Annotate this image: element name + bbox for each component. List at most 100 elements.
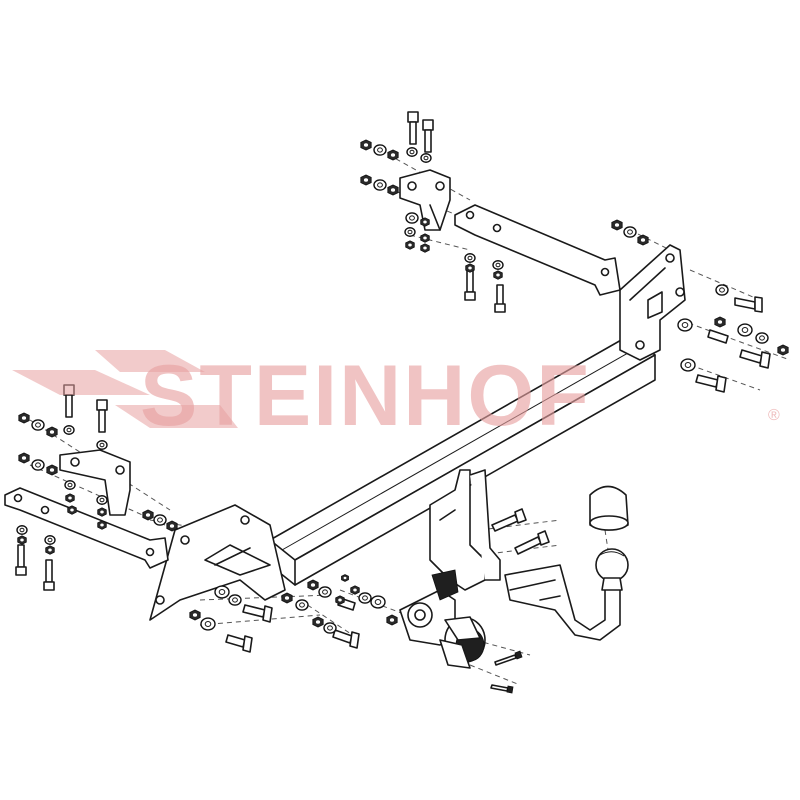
bolt-icon — [494, 284, 506, 313]
washer-hole-icon — [299, 602, 305, 608]
bolt-icon — [15, 544, 27, 576]
nut-hole-icon — [338, 598, 342, 602]
washer-icon — [373, 144, 387, 156]
nut-hole-icon — [468, 266, 472, 270]
washer-hole-icon — [35, 422, 41, 428]
washer-hole-icon — [322, 589, 328, 595]
nut-hole-icon — [21, 456, 27, 460]
washer-icon — [623, 226, 637, 238]
nut-hole-icon — [49, 430, 55, 434]
bolt-icon — [734, 296, 763, 313]
watermark-swoosh-icon — [12, 350, 238, 428]
bolt-icon — [707, 329, 729, 344]
bolt-icon — [242, 604, 273, 623]
bolt-icon — [422, 119, 434, 153]
electrical-socket-icon — [439, 616, 486, 669]
bolt-icon — [407, 111, 419, 145]
washer-hole-icon — [362, 595, 368, 601]
washer-hole-icon — [684, 362, 692, 368]
washer-icon — [16, 525, 28, 535]
bolt-icon — [332, 629, 360, 649]
washer-icon — [755, 332, 769, 344]
nut-hole-icon — [640, 238, 646, 242]
washer-icon — [295, 599, 309, 611]
washer-hole-icon — [759, 335, 765, 341]
washer-hole-icon — [467, 255, 473, 261]
washer-hole-icon — [66, 427, 72, 433]
washer-icon — [318, 586, 332, 598]
nut-hole-icon — [363, 178, 369, 182]
bolt-icon — [464, 269, 476, 301]
nut-hole-icon — [145, 513, 151, 517]
watermark-registered-mark: ® — [768, 407, 780, 424]
hitch-mount-bracket — [429, 469, 501, 591]
nut-hole-icon — [390, 153, 396, 157]
nut-hole-icon — [284, 596, 290, 600]
washer-icon — [406, 147, 418, 157]
washer-hole-icon — [327, 625, 333, 631]
washer-icon — [370, 595, 386, 609]
bolt-icon — [739, 349, 771, 369]
screw-icon — [494, 650, 523, 666]
washer-hole-icon — [232, 597, 238, 603]
washer-icon — [358, 592, 372, 604]
nut-hole-icon — [780, 348, 786, 352]
socket-plate — [399, 569, 459, 646]
washer-hole-icon — [47, 537, 53, 543]
washer-hole-icon — [681, 322, 689, 328]
washer-icon — [737, 323, 753, 337]
lower-left-bracket-arm — [4, 487, 169, 569]
washer-hole-icon — [495, 262, 501, 268]
washer-icon — [96, 495, 108, 505]
washer-icon — [464, 253, 476, 263]
washer-hole-icon — [218, 589, 226, 595]
washer-hole-icon — [409, 215, 415, 221]
nut-hole-icon — [390, 188, 396, 192]
nut-hole-icon — [496, 273, 500, 277]
washer-hole-icon — [409, 149, 415, 155]
nut-hole-icon — [343, 576, 347, 580]
nut-hole-icon — [315, 620, 321, 624]
washer-icon — [323, 622, 337, 634]
washer-icon — [373, 179, 387, 191]
washer-icon — [404, 227, 416, 237]
washer-hole-icon — [377, 182, 383, 188]
screw-icon — [490, 684, 514, 694]
nut-hole-icon — [614, 223, 620, 227]
brand-watermark: STEINHOF ® — [12, 348, 780, 444]
left-clamp — [59, 449, 131, 516]
washer-hole-icon — [67, 482, 73, 488]
bolts — [15, 111, 771, 694]
washer-icon — [214, 585, 230, 599]
main-crossbeam — [269, 334, 656, 586]
washer-hole-icon — [741, 327, 749, 333]
nut-hole-icon — [310, 583, 316, 587]
washer-hole-icon — [407, 229, 413, 235]
washer-hole-icon — [157, 517, 163, 523]
washer-icon — [680, 358, 696, 372]
nut-hole-icon — [100, 523, 104, 527]
nuts-and-washers — [16, 139, 789, 634]
washer-icon — [405, 212, 419, 224]
bolt-icon — [43, 559, 55, 591]
bolt-icon — [695, 374, 727, 393]
right-mounting-plate — [619, 244, 686, 361]
washer-hole-icon — [99, 497, 105, 503]
nut-hole-icon — [169, 524, 175, 528]
washer-icon — [420, 153, 432, 163]
nut-hole-icon — [192, 613, 198, 617]
washer-icon — [492, 260, 504, 270]
washer-icon — [228, 594, 242, 606]
washer-hole-icon — [627, 229, 633, 235]
nut-hole-icon — [423, 246, 427, 250]
nut-hole-icon — [389, 618, 395, 622]
tow-ball-icon — [595, 548, 629, 591]
bolt-icon — [96, 399, 108, 433]
washer-icon — [64, 480, 76, 490]
watermark-text: STEINHOF — [140, 348, 591, 444]
washer-hole-icon — [719, 287, 725, 293]
nut-hole-icon — [353, 588, 357, 592]
washer-icon — [31, 419, 45, 431]
upper-right-bracket-arm — [454, 204, 621, 296]
washer-hole-icon — [374, 599, 382, 605]
